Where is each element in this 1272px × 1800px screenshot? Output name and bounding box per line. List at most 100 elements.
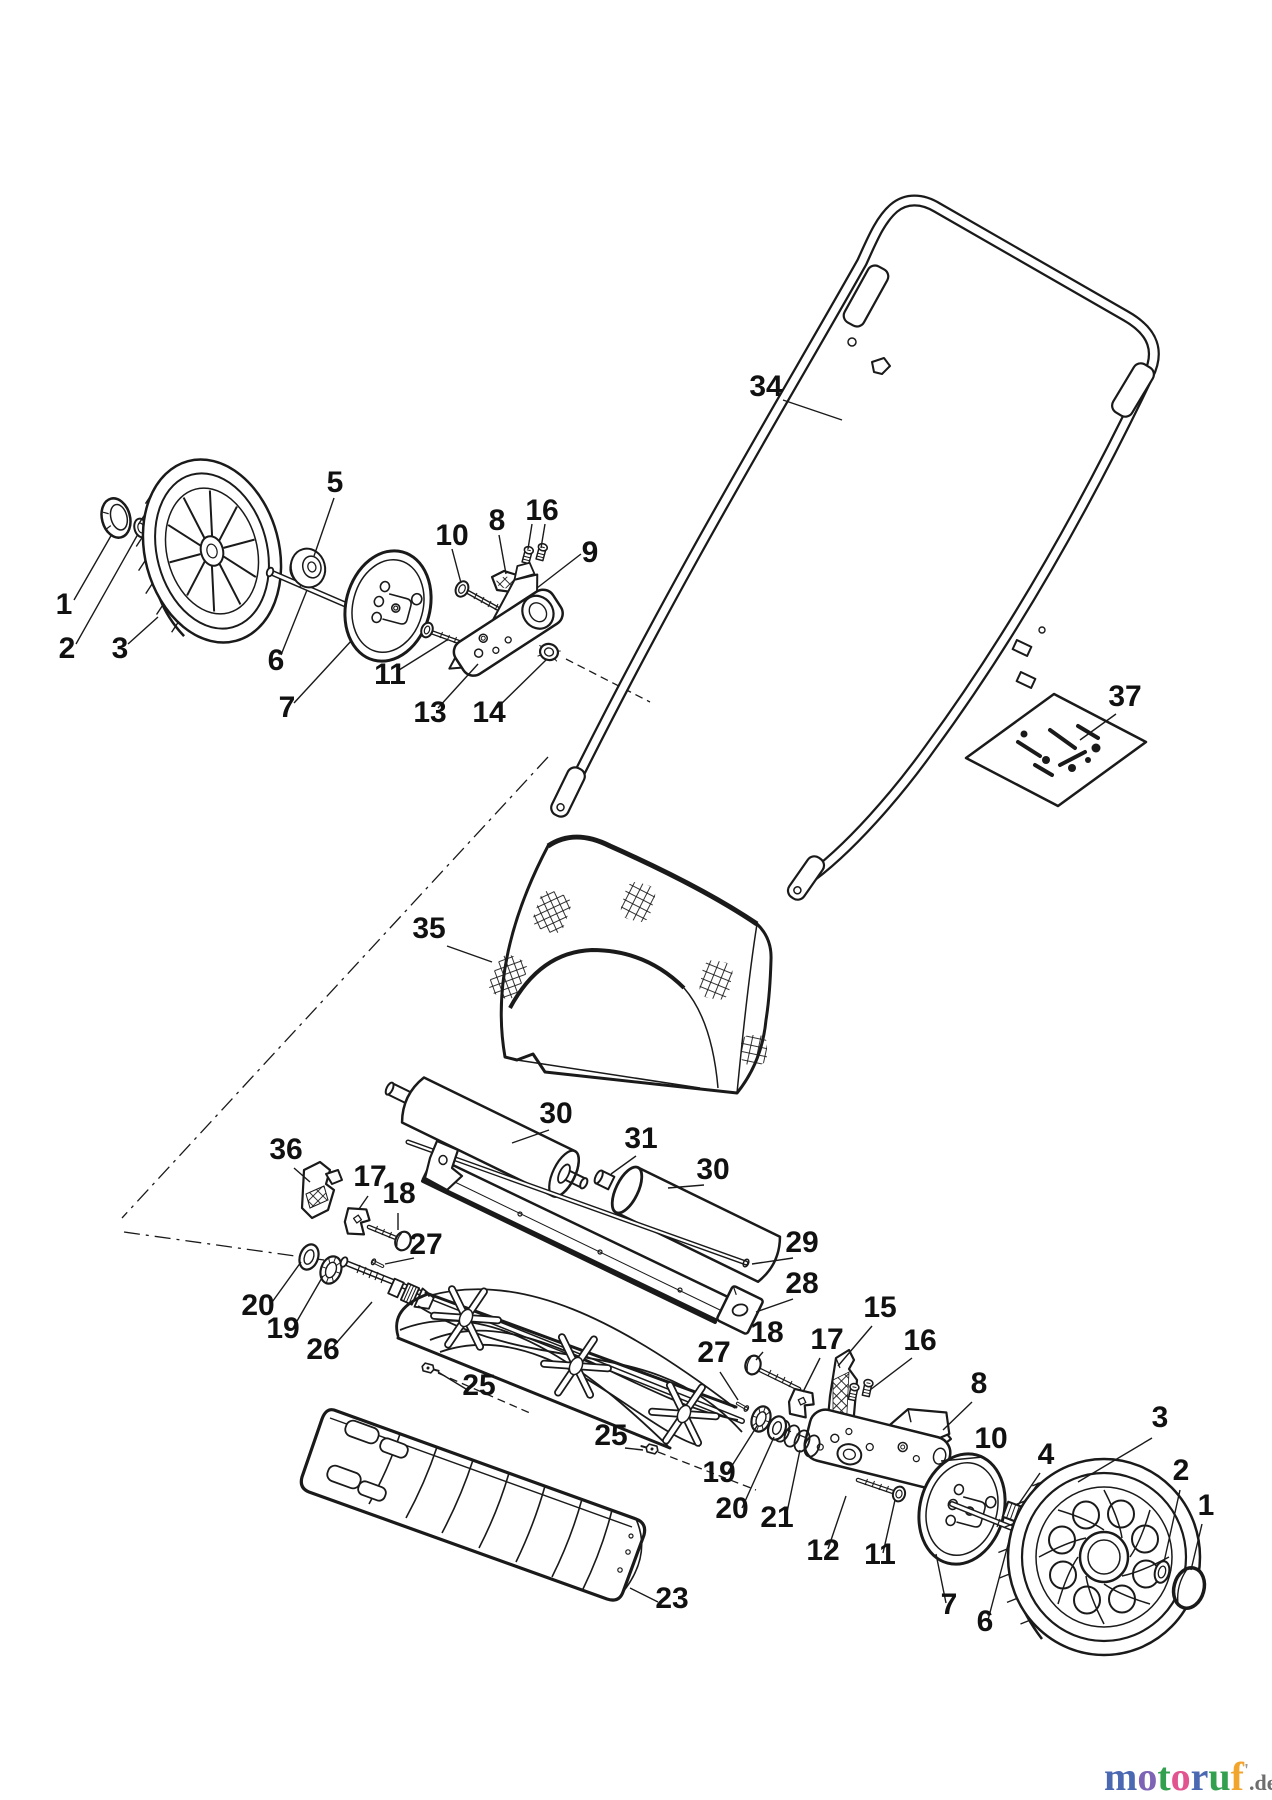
label-18-right: 18 xyxy=(750,1316,783,1349)
reel-spider-1 xyxy=(430,1285,502,1351)
label-13: 13 xyxy=(413,696,446,729)
handle-grip-sleeve-right xyxy=(1111,362,1155,418)
logo-tick: ' xyxy=(1244,1760,1249,1780)
nut-left xyxy=(537,642,561,662)
logo-letter: o xyxy=(1171,1754,1191,1799)
label-16-right: 16 xyxy=(903,1324,936,1357)
hardware-kit-bag xyxy=(964,692,1148,808)
label-20-right: 20 xyxy=(715,1492,748,1525)
pinion-gear xyxy=(289,547,327,589)
label-4: 4 xyxy=(1038,1438,1055,1471)
label-29: 29 xyxy=(785,1226,818,1259)
grass-catcher xyxy=(488,834,773,1095)
label-1-right: 1 xyxy=(1198,1489,1215,1522)
handle-grip-sleeve-left xyxy=(842,264,890,328)
label-8-right: 8 xyxy=(971,1367,988,1400)
label-3-right: 3 xyxy=(1152,1401,1169,1434)
part-number-labels: 1 2 3 5 6 7 10 8 16 9 11 13 14 34 35 37 … xyxy=(56,370,1215,1638)
clip-36 xyxy=(300,1160,343,1220)
catcher-mesh-patches xyxy=(488,882,767,1065)
label-31: 31 xyxy=(624,1122,657,1155)
gearbox-left xyxy=(448,561,564,677)
bolt-head-right xyxy=(744,1354,802,1392)
logo-letter: o xyxy=(1137,1754,1157,1799)
logo-letter: r xyxy=(1191,1754,1209,1799)
label-35: 35 xyxy=(412,912,445,945)
label-36: 36 xyxy=(269,1133,302,1166)
bolt-upper-left xyxy=(454,580,507,615)
leader-lines xyxy=(73,399,1203,1621)
wheel-left xyxy=(135,458,283,644)
label-11-right: 11 xyxy=(864,1538,896,1571)
blade-bar xyxy=(421,1139,764,1335)
handle-clip-left xyxy=(871,357,891,375)
label-14: 14 xyxy=(472,696,506,729)
label-37: 37 xyxy=(1108,680,1141,713)
label-5: 5 xyxy=(327,466,344,499)
svg-text:motoruf'.de: motoruf'.de xyxy=(1104,1754,1272,1799)
washer2-left xyxy=(298,1243,320,1271)
gearbox-right xyxy=(803,1408,952,1490)
label-8-left: 8 xyxy=(489,504,506,537)
handle-foot-right xyxy=(786,855,826,901)
screw-25-right xyxy=(640,1443,659,1455)
label-17-right: 17 xyxy=(810,1323,843,1356)
roller-spacer xyxy=(593,1169,616,1191)
label-16-left: 16 xyxy=(525,494,558,527)
label-20-left: 20 xyxy=(241,1289,274,1322)
label-11-left: 11 xyxy=(374,658,406,691)
label-15: 15 xyxy=(863,1291,896,1324)
screws-left xyxy=(521,542,549,565)
pin-left xyxy=(370,1258,385,1268)
label-30-a: 30 xyxy=(539,1097,572,1130)
label-26: 26 xyxy=(306,1333,339,1366)
label-6-left: 6 xyxy=(268,644,285,677)
label-28: 28 xyxy=(785,1267,818,1300)
logo-letter: f xyxy=(1231,1754,1245,1799)
label-27-right: 27 xyxy=(697,1336,730,1369)
screws-right xyxy=(847,1378,874,1402)
label-10-right: 10 xyxy=(974,1422,1007,1455)
support-rod xyxy=(405,1139,750,1268)
label-2-left: 2 xyxy=(59,632,76,665)
label-17-left: 17 xyxy=(353,1160,386,1193)
label-1-left: 1 xyxy=(56,588,73,621)
roller-rear xyxy=(610,1165,782,1283)
handle-clip-right-2 xyxy=(1015,671,1037,689)
logo-letter: u xyxy=(1208,1754,1230,1799)
blade-bar-left-bracket xyxy=(423,1139,464,1192)
hubcap-right xyxy=(1171,1566,1207,1610)
deflector-panel xyxy=(299,1408,647,1602)
label-25-right: 25 xyxy=(594,1419,627,1452)
label-21: 21 xyxy=(760,1501,793,1534)
label-12: 12 xyxy=(806,1534,839,1567)
label-9: 9 xyxy=(582,536,599,569)
label-2-right: 2 xyxy=(1173,1454,1190,1487)
reel-spider-2 xyxy=(540,1333,612,1399)
label-27-left: 27 xyxy=(409,1228,442,1261)
reel-spider-3 xyxy=(648,1381,720,1447)
handle-hole xyxy=(847,337,857,347)
wheel-right xyxy=(998,1457,1202,1657)
handle-clip-right-1 xyxy=(1011,639,1033,657)
label-34: 34 xyxy=(749,370,783,403)
blade-bar-end-plate xyxy=(716,1285,764,1335)
bolt-lower-right xyxy=(855,1477,907,1503)
label-23: 23 xyxy=(655,1582,688,1615)
cutting-reel xyxy=(339,1256,745,1450)
logo-letter: t xyxy=(1157,1754,1171,1799)
bearing-left xyxy=(319,1255,343,1285)
handlebar xyxy=(550,194,1160,901)
bearing-right xyxy=(750,1405,772,1433)
label-19-right: 19 xyxy=(702,1456,735,1489)
label-10-left: 10 xyxy=(435,519,468,552)
bolt-head-left xyxy=(366,1224,412,1252)
label-7-left: 7 xyxy=(279,691,296,724)
pin-right xyxy=(735,1401,750,1412)
watermark-logo: motoruf'.de xyxy=(1104,1754,1272,1799)
label-25-left: 25 xyxy=(462,1369,495,1402)
logo-letter: m xyxy=(1104,1754,1137,1799)
label-3-left: 3 xyxy=(112,632,129,665)
